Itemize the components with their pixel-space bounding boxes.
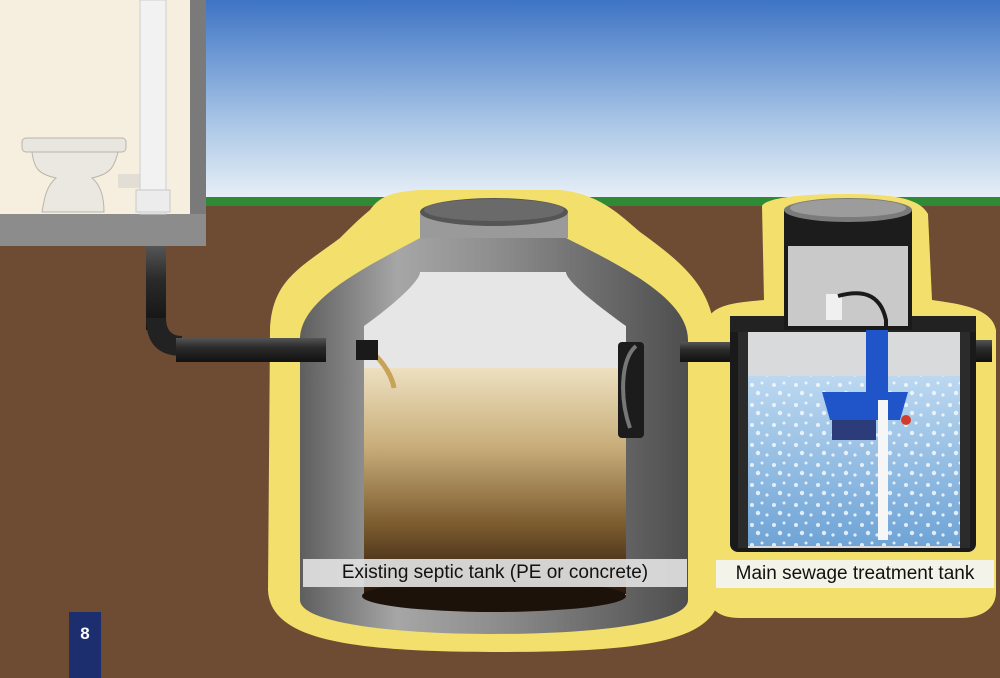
toilet [21,137,140,213]
septic-tank [300,198,688,634]
inlet-pipe [146,246,378,362]
main-treatment-tank [730,198,976,552]
main-tank-label: Main sewage treatment tank [716,560,994,588]
vent-stack-joint [135,189,171,213]
page-number-badge: 8 [69,612,101,678]
aerator [866,330,888,402]
main-tank-riser [784,234,912,330]
septic-tank-label: Existing septic tank (PE or concrete) [303,559,687,587]
vent-stack [139,0,167,215]
house-floor [0,214,206,246]
